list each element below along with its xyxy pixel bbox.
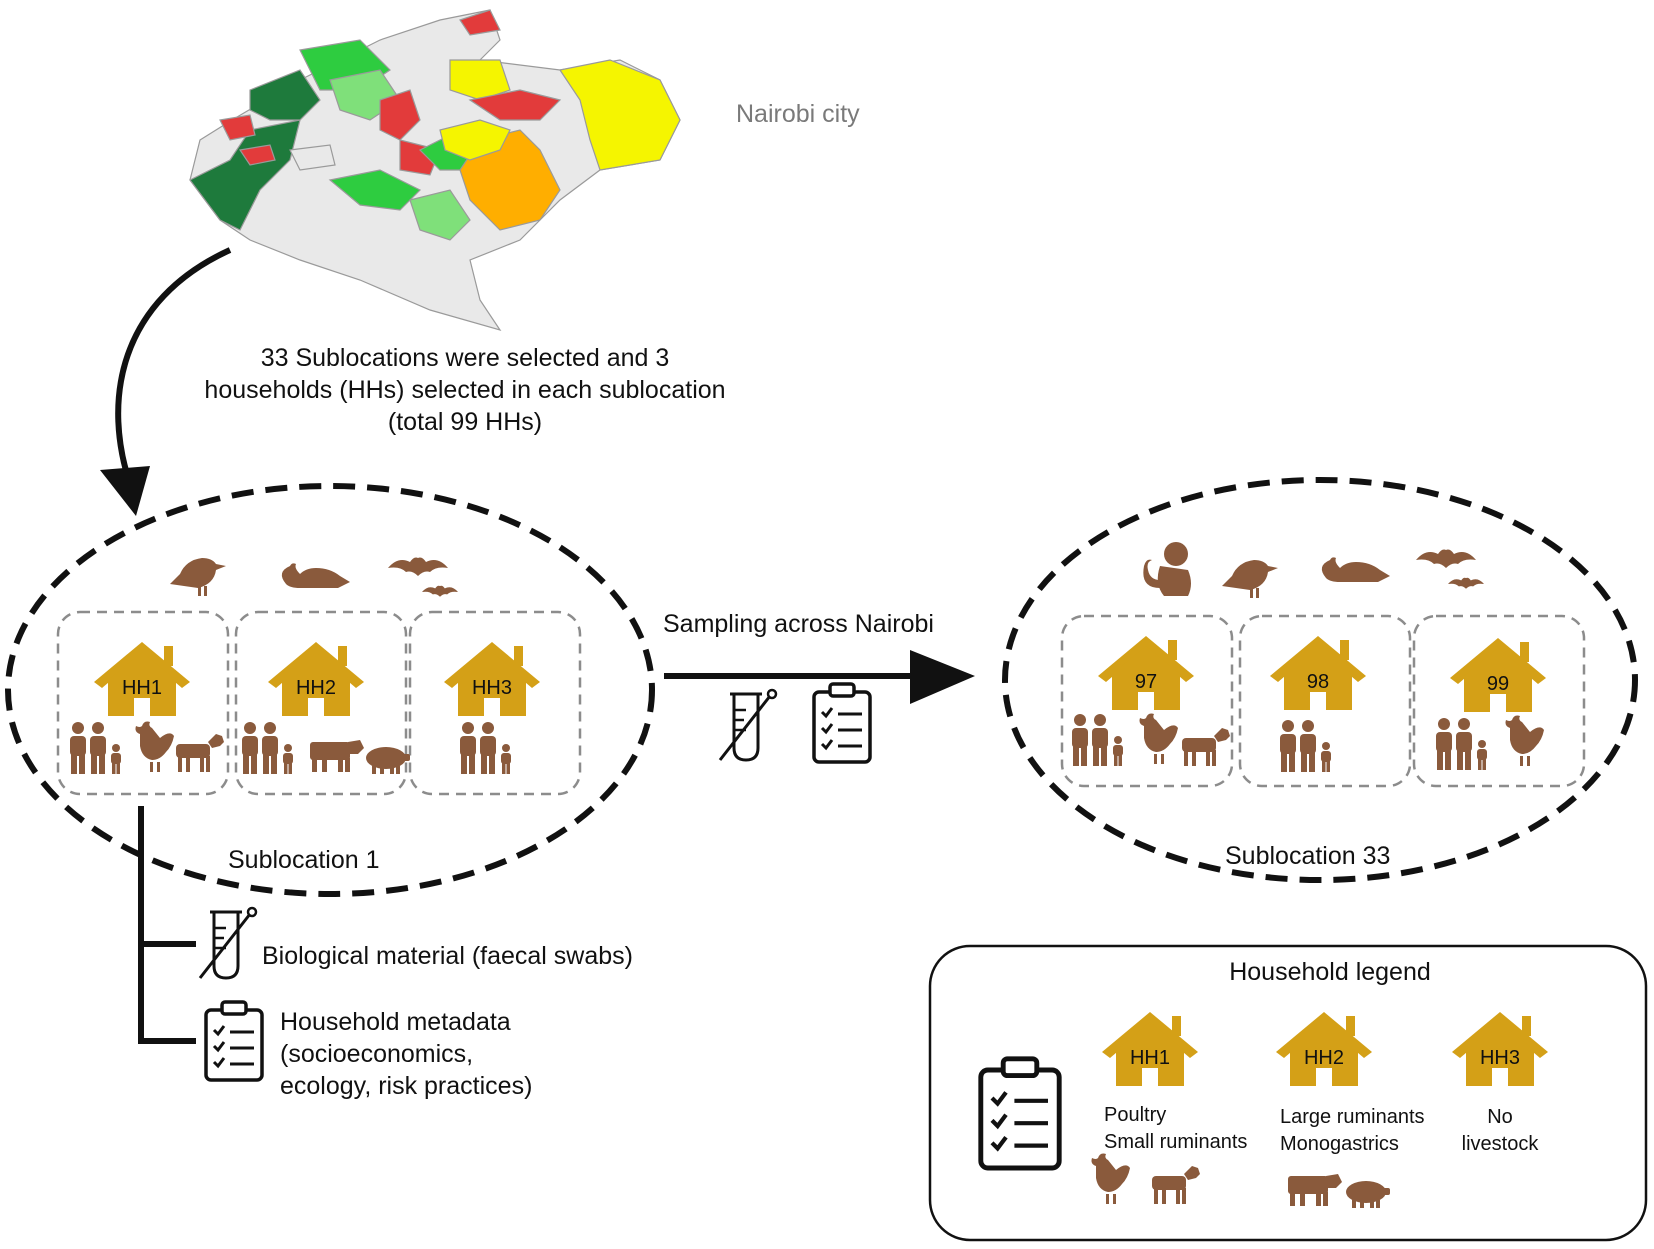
selection-description: 33 Sublocations were selected and 3 hous… [150,342,780,438]
goat-icon [176,734,224,772]
selection-line: households (HHs) selected in each subloc… [204,376,726,404]
goat-icon [1182,728,1230,766]
bird-icon [170,558,226,596]
bat-icon [388,557,448,576]
legend-house-id: HH1 [1130,1047,1170,1069]
legend-line: Poultry [1104,1104,1167,1126]
bat-icon [1416,549,1476,568]
sublocation-33-label: Sublocation 33 [1225,842,1391,870]
bat-icon [422,585,458,597]
family-icon [70,722,121,774]
legend-line: livestock [1461,1133,1539,1155]
chicken-icon [135,721,174,772]
selection-line: 33 Sublocations were selected and 3 [260,344,670,372]
selection-line: (total 99 HHs) [387,408,543,436]
household-id: 97 [1135,671,1157,693]
metadata-line: ecology, risk practices) [280,1072,533,1100]
cow-icon [310,740,364,772]
legend-line: No [1487,1106,1513,1128]
family-icon [242,722,293,774]
monkey-icon [1143,542,1191,596]
sublocation-33-households [1060,614,1586,788]
rat-icon [1321,557,1390,582]
bat-icon [1448,577,1484,589]
legend-house-id: HH2 [1304,1047,1344,1069]
metadata-line: (socioeconomics, [280,1040,474,1068]
sublocation-33-ellipse [1002,477,1638,883]
nairobi-map [189,9,681,332]
chicken-icon [1139,713,1178,764]
legend-item-hh1: Poultry Small ruminants [1104,1102,1247,1156]
household-id: 99 [1487,673,1509,695]
household-id: HH1 [122,677,162,699]
clipboard-icon [812,682,872,764]
legend-house-id: HH3 [1480,1047,1520,1069]
test-tube-icon [718,688,778,762]
sublocation-1-wildlife [170,557,458,597]
household-id: 98 [1307,671,1329,693]
clipboard-icon [981,1059,1059,1168]
biological-material-label: Biological material (faecal swabs) [262,942,633,970]
chicken-icon [1505,715,1544,766]
pig-icon [366,747,410,774]
household-metadata-label: Household metadata (socioeconomics, ecol… [280,1006,532,1102]
sublocation-1-households [56,610,582,796]
family-icon [1072,714,1123,766]
legend-line: Small ruminants [1104,1131,1248,1153]
legend-line: Large ruminants [1280,1106,1425,1128]
family-icon [1436,718,1487,770]
bird-icon [1222,560,1278,598]
rat-icon [281,563,350,588]
selection-arrowhead [100,466,150,516]
sublocation-1-label: Sublocation 1 [228,846,380,874]
legend-line: Monogastrics [1280,1133,1399,1155]
sublocation-1-ellipse [5,483,655,897]
family-icon [460,722,511,774]
sampling-label: Sampling across Nairobi [663,610,934,638]
household-id: HH3 [472,677,512,699]
legend-item-hh2: Large ruminants Monogastrics [1280,1104,1425,1158]
legend-item-hh3: No livestock [1440,1104,1560,1158]
legend-title: Household legend [1229,958,1431,986]
sublocation-33-wildlife [1143,542,1484,598]
clipboard-icon [204,1000,264,1082]
metadata-line: Household metadata [280,1008,511,1036]
test-tube-icon [198,906,258,980]
household-id: HH2 [296,677,336,699]
output-branch [138,806,196,1044]
city-label: Nairobi city [736,100,860,128]
sampling-arrowhead [910,650,975,704]
family-icon [1280,720,1331,772]
selection-arrow [115,247,232,492]
